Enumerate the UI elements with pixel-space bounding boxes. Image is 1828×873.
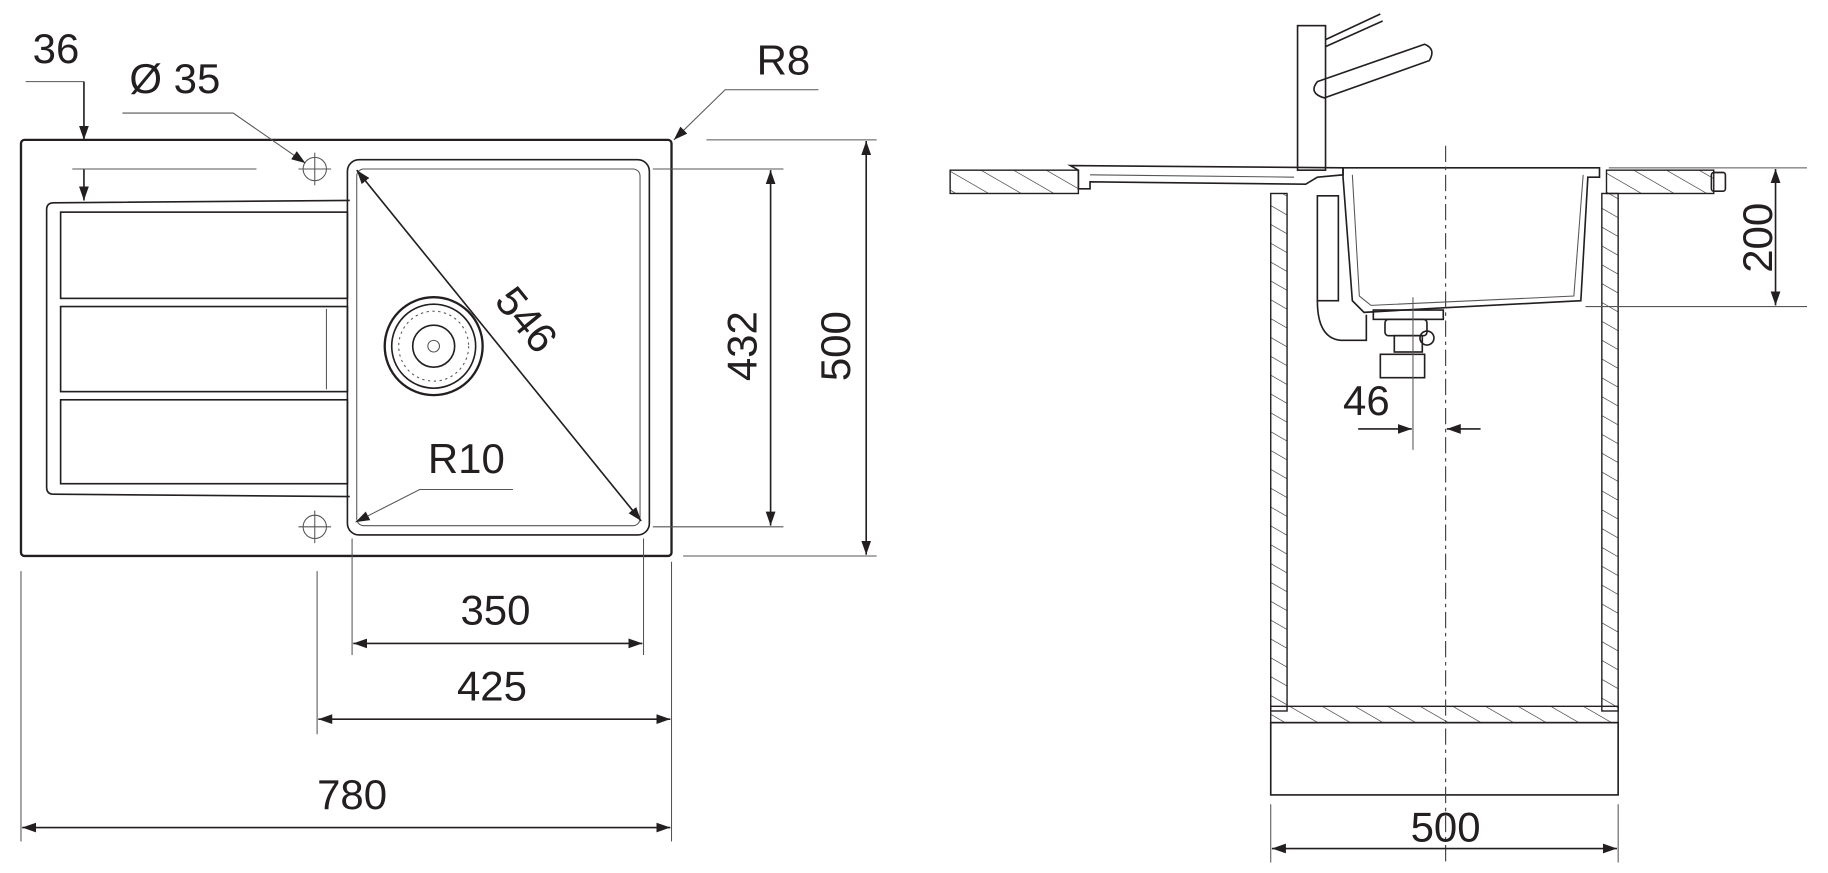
drain-strainer (383, 296, 484, 397)
dim-cutout-width: 425 (457, 663, 527, 710)
cabinet-wall-right (1601, 192, 1619, 712)
dim-overall-depth: 500 (812, 311, 859, 381)
waste-fitting (1316, 194, 1445, 379)
dim-diagonal: 546 (486, 278, 567, 362)
dim-bowl-length: 432 (719, 311, 766, 381)
dim-bowl-width: 350 (460, 587, 530, 634)
dim-drain-offset: 46 (1343, 377, 1390, 424)
dim-cabinet-width: 500 (1411, 804, 1481, 851)
countertop-right (1605, 169, 1715, 195)
bowl-section (1342, 167, 1601, 314)
sink-outline (19, 138, 673, 558)
side-view: 200 46 500 (949, 13, 1808, 863)
dim-offset: 36 (33, 25, 80, 72)
cabinet-plinth (1269, 721, 1619, 796)
dim-corner-radius-outer: R8 (757, 37, 811, 84)
cabinet-floor (1270, 705, 1619, 724)
dim-tap-hole: Ø 35 (129, 55, 220, 102)
dim-bowl-depth: 200 (1734, 203, 1781, 273)
cabinet-wall-left (1270, 192, 1288, 712)
countertop-left (949, 169, 1080, 195)
drainer (45, 199, 350, 498)
dim-overall-width: 780 (317, 771, 387, 818)
tap-hole-marker (298, 152, 332, 544)
faucet (1296, 13, 1433, 171)
drainer-section (1067, 164, 1344, 190)
dim-corner-radius-bowl: R10 (428, 435, 505, 482)
top-view: 36 Ø 35 R8 546 R10 432 500 350 425 (19, 25, 877, 842)
